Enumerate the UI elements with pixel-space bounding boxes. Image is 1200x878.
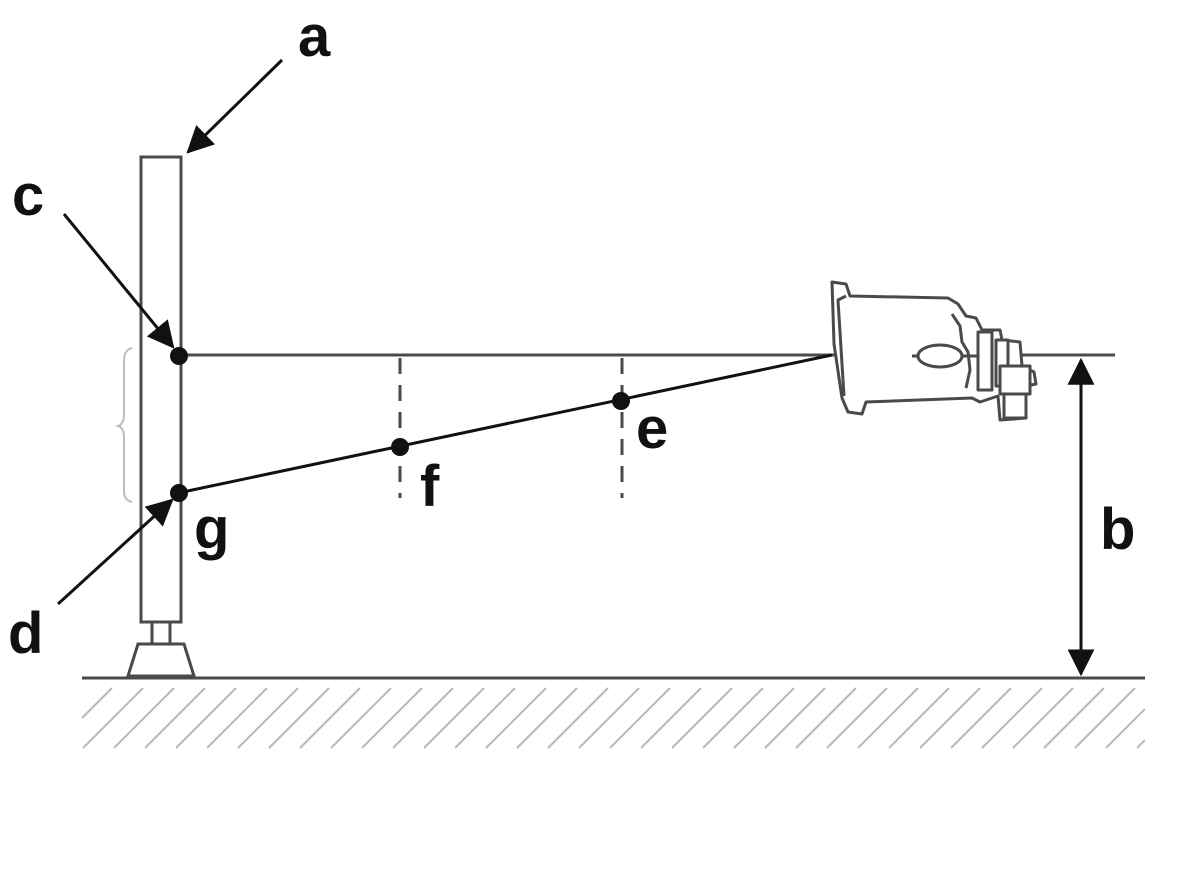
hatch-stroke bbox=[1136, 739, 1146, 749]
label-d: d bbox=[8, 601, 43, 666]
label-g: g bbox=[194, 496, 229, 561]
hatch-stroke bbox=[268, 687, 330, 749]
point-g bbox=[170, 484, 188, 502]
leader-arrow-a bbox=[186, 58, 284, 154]
point-f bbox=[391, 438, 409, 456]
hatch-stroke bbox=[330, 687, 392, 749]
height-bracket bbox=[114, 347, 133, 503]
hatch-stroke bbox=[423, 687, 485, 749]
label-e: e bbox=[636, 396, 668, 461]
leader-arrow-c bbox=[62, 213, 175, 349]
hatch-stroke bbox=[640, 687, 702, 749]
hatch-stroke bbox=[113, 687, 175, 749]
hatch-stroke bbox=[299, 687, 361, 749]
hatch-stroke bbox=[578, 687, 640, 749]
point-c bbox=[170, 347, 188, 365]
point-e bbox=[612, 392, 630, 410]
hatch-stroke bbox=[1074, 687, 1136, 749]
ground bbox=[81, 676, 1146, 749]
ground-hatching bbox=[81, 687, 1146, 749]
hatch-stroke bbox=[485, 687, 547, 749]
headlamp-icon bbox=[830, 280, 1038, 422]
beam-line bbox=[177, 353, 833, 495]
hatch-stroke bbox=[671, 687, 733, 749]
leader-arrow-d bbox=[56, 498, 174, 606]
hatch-stroke bbox=[361, 687, 423, 749]
hatch-stroke bbox=[1105, 708, 1146, 749]
hatch-stroke bbox=[857, 687, 919, 749]
hatch-stroke bbox=[237, 687, 299, 749]
hatch-stroke bbox=[764, 687, 826, 749]
aiming-screen-post bbox=[125, 155, 197, 678]
hatch-stroke bbox=[144, 687, 206, 749]
hatch-stroke bbox=[547, 687, 609, 749]
hatch-stroke bbox=[609, 687, 671, 749]
hatch-stroke bbox=[454, 687, 516, 749]
hatch-stroke bbox=[702, 687, 764, 749]
hatch-stroke bbox=[795, 687, 857, 749]
hatch-stroke bbox=[516, 687, 578, 749]
hatch-stroke bbox=[206, 687, 268, 749]
hatch-stroke bbox=[950, 687, 1012, 749]
hatch-stroke bbox=[175, 687, 237, 749]
label-a: a bbox=[298, 4, 331, 69]
hatch-stroke bbox=[1012, 687, 1074, 749]
label-b: b bbox=[1100, 497, 1135, 562]
label-f: f bbox=[420, 454, 440, 519]
hatch-stroke bbox=[81, 687, 113, 719]
hatch-stroke bbox=[392, 687, 454, 749]
hatch-stroke bbox=[733, 687, 795, 749]
hatch-stroke bbox=[82, 687, 144, 749]
hatch-stroke bbox=[1043, 687, 1105, 749]
label-c: c bbox=[12, 163, 44, 228]
hatch-stroke bbox=[888, 687, 950, 749]
hatch-stroke bbox=[826, 687, 888, 749]
hatch-stroke bbox=[919, 687, 981, 749]
hatch-stroke bbox=[981, 687, 1043, 749]
